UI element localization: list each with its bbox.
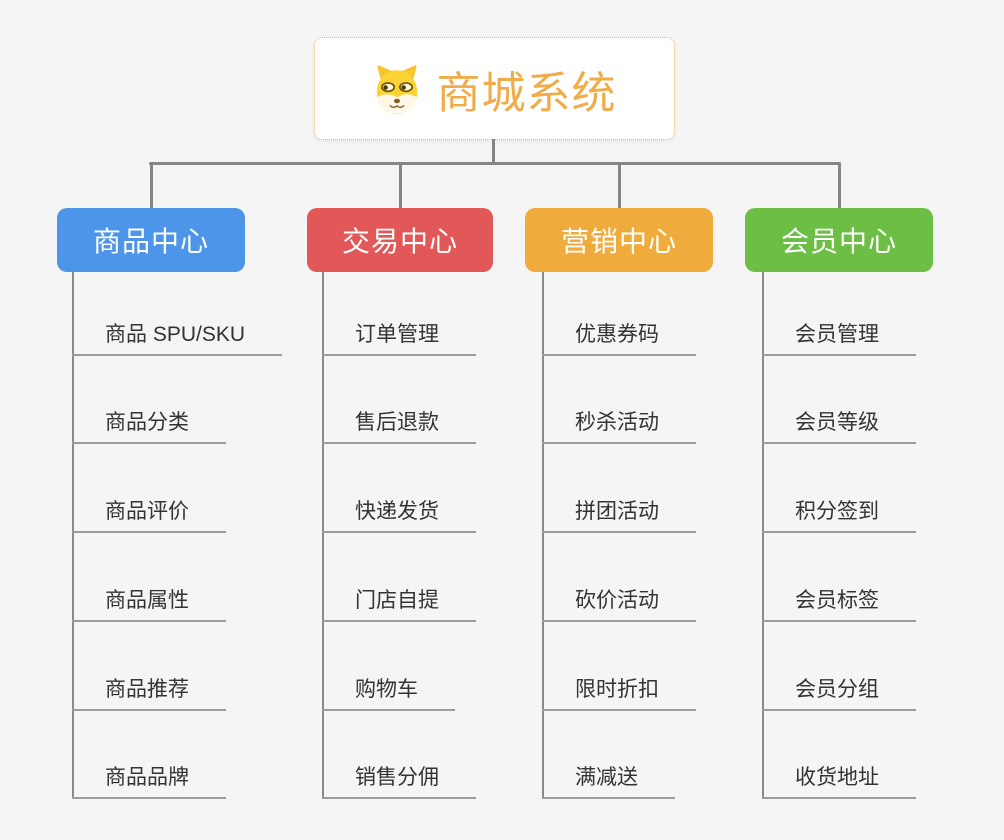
leaf-node[interactable]: 积分签到: [762, 499, 916, 533]
leaf-node[interactable]: 商品评价: [72, 499, 226, 533]
branch-column-member: 会员管理 会员等级 积分签到 会员标签 会员分组 收货地址: [762, 272, 1004, 799]
leaf-node[interactable]: 会员标签: [762, 588, 916, 622]
leaf-node[interactable]: 砍价活动: [542, 588, 696, 622]
leaf-node[interactable]: 收货地址: [762, 765, 916, 799]
branch-node-product-center[interactable]: 商品中心: [57, 208, 245, 272]
connector-drop-marketing: [618, 163, 621, 209]
branch-node-member-center[interactable]: 会员中心: [745, 208, 933, 272]
leaf-node[interactable]: 快递发货: [322, 499, 476, 533]
leaf-node[interactable]: 商品品牌: [72, 765, 226, 799]
leaf-node[interactable]: 会员等级: [762, 410, 916, 444]
connector-horizontal-bar: [149, 162, 841, 165]
leaf-node[interactable]: 限时折扣: [542, 677, 696, 711]
leaf-node[interactable]: 会员分组: [762, 677, 916, 711]
root-node[interactable]: 商城系统: [314, 37, 675, 140]
doge-icon: [376, 64, 417, 114]
root-title: 商城系统: [436, 68, 617, 118]
leaf-node[interactable]: 购物车: [322, 677, 455, 711]
leaf-node[interactable]: 销售分佣: [322, 765, 476, 799]
branch-node-marketing-center[interactable]: 营销中心: [525, 208, 713, 272]
connector-drop-trade: [399, 163, 402, 209]
leaf-node[interactable]: 商品属性: [72, 588, 226, 622]
leaf-node[interactable]: 会员管理: [762, 322, 916, 356]
leaf-node[interactable]: 商品分类: [72, 410, 226, 444]
connector-root-stem: [492, 139, 495, 163]
branch-column-trade: 订单管理 售后退款 快递发货 门店自提 购物车 销售分佣: [322, 272, 584, 799]
branch-node-trade-center[interactable]: 交易中心: [307, 208, 493, 272]
branch-column-marketing: 优惠券码 秒杀活动 拼团活动 砍价活动 限时折扣 满减送: [542, 272, 804, 799]
leaf-node[interactable]: 商品 SPU/SKU: [72, 322, 283, 356]
leaf-node[interactable]: 商品推荐: [72, 677, 226, 711]
leaf-node[interactable]: 门店自提: [322, 588, 476, 622]
connector-drop-product: [150, 163, 153, 209]
leaf-node[interactable]: 优惠券码: [542, 322, 696, 356]
leaf-node[interactable]: 满减送: [542, 765, 675, 799]
branch-column-product: 商品 SPU/SKU 商品分类 商品评价 商品属性 商品推荐 商品品牌: [72, 272, 334, 799]
connector-drop-member: [838, 163, 841, 209]
leaf-node[interactable]: 订单管理: [322, 322, 476, 356]
leaf-node[interactable]: 秒杀活动: [542, 410, 696, 444]
leaf-node[interactable]: 拼团活动: [542, 499, 696, 533]
leaf-node[interactable]: 售后退款: [322, 410, 476, 444]
